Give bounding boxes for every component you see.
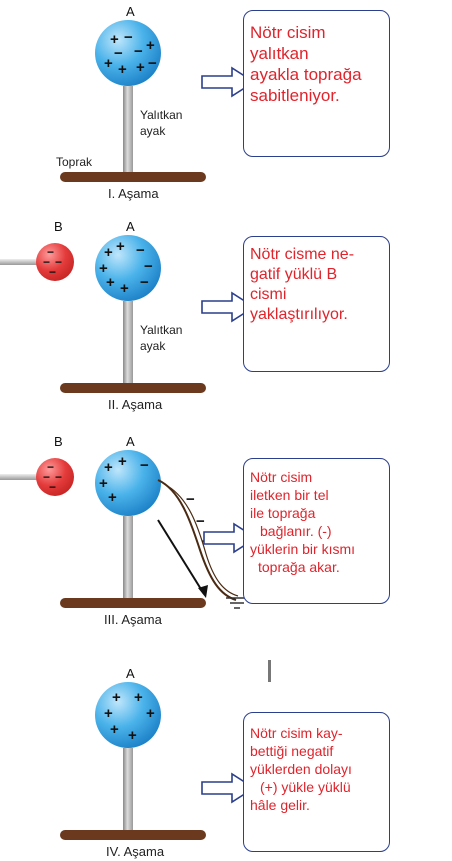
charge-plus: + xyxy=(146,37,155,54)
stage-title: I. Aşama xyxy=(108,186,159,201)
description-box xyxy=(243,458,390,604)
charge-minus: − xyxy=(144,258,153,275)
insulating-rod xyxy=(0,259,40,265)
separator-mark xyxy=(268,660,271,682)
charge-plus: + xyxy=(104,705,113,722)
charge-minus: − xyxy=(49,265,57,279)
charge-plus: + xyxy=(99,475,108,492)
sphere-a-label: A xyxy=(126,434,135,449)
stage-4: A + + + + + + IV. Aşama Nötr cisim kay- … xyxy=(0,662,452,861)
charge-minus: − xyxy=(148,55,157,72)
charge-minus: − xyxy=(136,242,145,259)
sphere-a-label: A xyxy=(126,666,135,681)
charge-minus: − xyxy=(49,480,57,494)
charge-plus: + xyxy=(112,689,121,706)
stage-2: B − − − − A + + − + − + − + Yalıtkan aya… xyxy=(0,215,452,415)
description-text: Nötr cisim kay- bettiği negatif yüklerde… xyxy=(250,725,352,813)
stage-title: IV. Aşama xyxy=(106,844,165,859)
charge-plus: + xyxy=(104,459,113,476)
charge-minus: − xyxy=(43,255,51,269)
description-box xyxy=(243,236,390,372)
ground-base xyxy=(60,172,206,182)
charge-minus: − xyxy=(196,513,205,530)
charge-minus: − xyxy=(43,470,51,484)
description-text: Nötr cisim yalıtkan ayakla toprağa sabit… xyxy=(250,23,362,105)
ground-base xyxy=(60,598,206,608)
charge-plus: + xyxy=(110,31,119,48)
charge-plus: + xyxy=(118,453,127,470)
sphere-a xyxy=(95,235,161,301)
charge-minus: − xyxy=(124,29,133,46)
stage-1: A + − − + − + + + − Yalıtkan ayak Toprak… xyxy=(0,0,452,201)
charge-plus: + xyxy=(116,238,125,255)
ground-base xyxy=(60,830,206,840)
rod-b-label: B xyxy=(54,219,63,234)
description-box xyxy=(243,712,390,852)
sphere-a-label: A xyxy=(126,219,135,234)
stage-title: III. Aşama xyxy=(104,612,162,627)
charge-plus: + xyxy=(118,61,127,78)
charge-minus: − xyxy=(186,491,195,508)
description-text: Nötr cisme ne- gatif yüklü B cismi yakla… xyxy=(250,246,355,323)
insulating-stand xyxy=(123,86,133,174)
charge-minus: − xyxy=(140,274,149,291)
insulating-stand xyxy=(123,516,133,600)
stand-label: ayak xyxy=(140,124,166,138)
charge-minus: − xyxy=(55,470,63,484)
conducting-wire xyxy=(157,479,248,609)
charge-plus: + xyxy=(136,59,145,76)
description-box xyxy=(243,10,390,157)
charge-minus: − xyxy=(47,245,55,259)
stand-label: Yalıtkan xyxy=(140,108,183,122)
ground-label: Toprak xyxy=(56,155,93,169)
charge-plus: + xyxy=(108,489,117,506)
sphere-b xyxy=(36,458,74,496)
charge-plus: + xyxy=(99,260,108,277)
charge-plus: + xyxy=(128,727,137,744)
charge-minus: − xyxy=(47,460,55,474)
sphere-a-label: A xyxy=(126,4,135,19)
stage-3: B − − − − A + + − + + − − − III. Aşama N… xyxy=(0,430,452,630)
sphere-b xyxy=(36,243,74,281)
insulating-stand xyxy=(123,748,133,834)
sphere-a xyxy=(95,20,161,86)
charge-minus: − xyxy=(114,45,123,62)
sphere-a xyxy=(95,682,161,748)
charge-minus: − xyxy=(55,255,63,269)
charge-plus: + xyxy=(106,274,115,291)
ground-base xyxy=(60,383,206,393)
sphere-a xyxy=(95,450,161,516)
charge-minus: − xyxy=(134,43,143,60)
charge-plus: + xyxy=(120,280,129,297)
stand-label: ayak xyxy=(140,339,166,353)
charge-plus: + xyxy=(134,689,143,706)
stage-title: II. Aşama xyxy=(108,397,163,412)
charge-plus: + xyxy=(104,55,113,72)
insulating-stand xyxy=(123,301,133,385)
stand-label: Yalıtkan xyxy=(140,323,183,337)
insulating-rod xyxy=(0,474,40,480)
description-text: Nötr cisim iletken bir tel ile toprağa b… xyxy=(250,469,356,575)
charge-plus: + xyxy=(104,244,113,261)
rod-b-label: B xyxy=(54,434,63,449)
charge-plus: + xyxy=(110,721,119,738)
charge-plus: + xyxy=(146,705,155,722)
charge-minus: − xyxy=(140,457,149,474)
